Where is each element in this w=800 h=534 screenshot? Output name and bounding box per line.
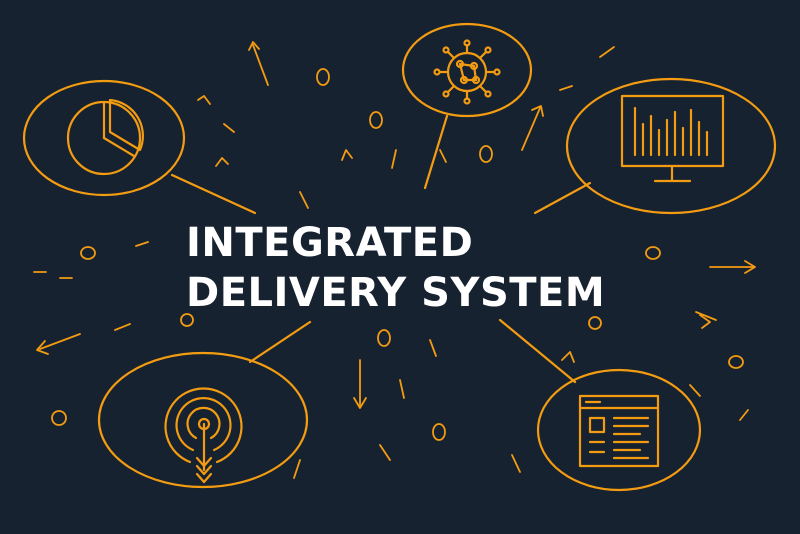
bar-chart-monitor-icon (620, 94, 725, 183)
target-arrow-icon (164, 387, 243, 484)
network-bubble (401, 22, 533, 118)
headline-line-2: DELIVERY SYSTEM (186, 270, 606, 316)
pie-chart-icon (66, 98, 144, 176)
monitor-bubble (565, 77, 777, 215)
connector-lines (170, 114, 592, 384)
headline: INTEGRATED DELIVERY SYSTEM (186, 218, 605, 318)
target-bubble (97, 351, 309, 489)
web-page-layout-icon (578, 394, 660, 468)
network-globe-icon (433, 39, 501, 105)
decorative-scatter (33, 41, 756, 479)
headline-line-1: INTEGRATED (186, 220, 474, 266)
webpage-bubble (536, 368, 702, 492)
pie-chart-bubble (22, 79, 186, 197)
